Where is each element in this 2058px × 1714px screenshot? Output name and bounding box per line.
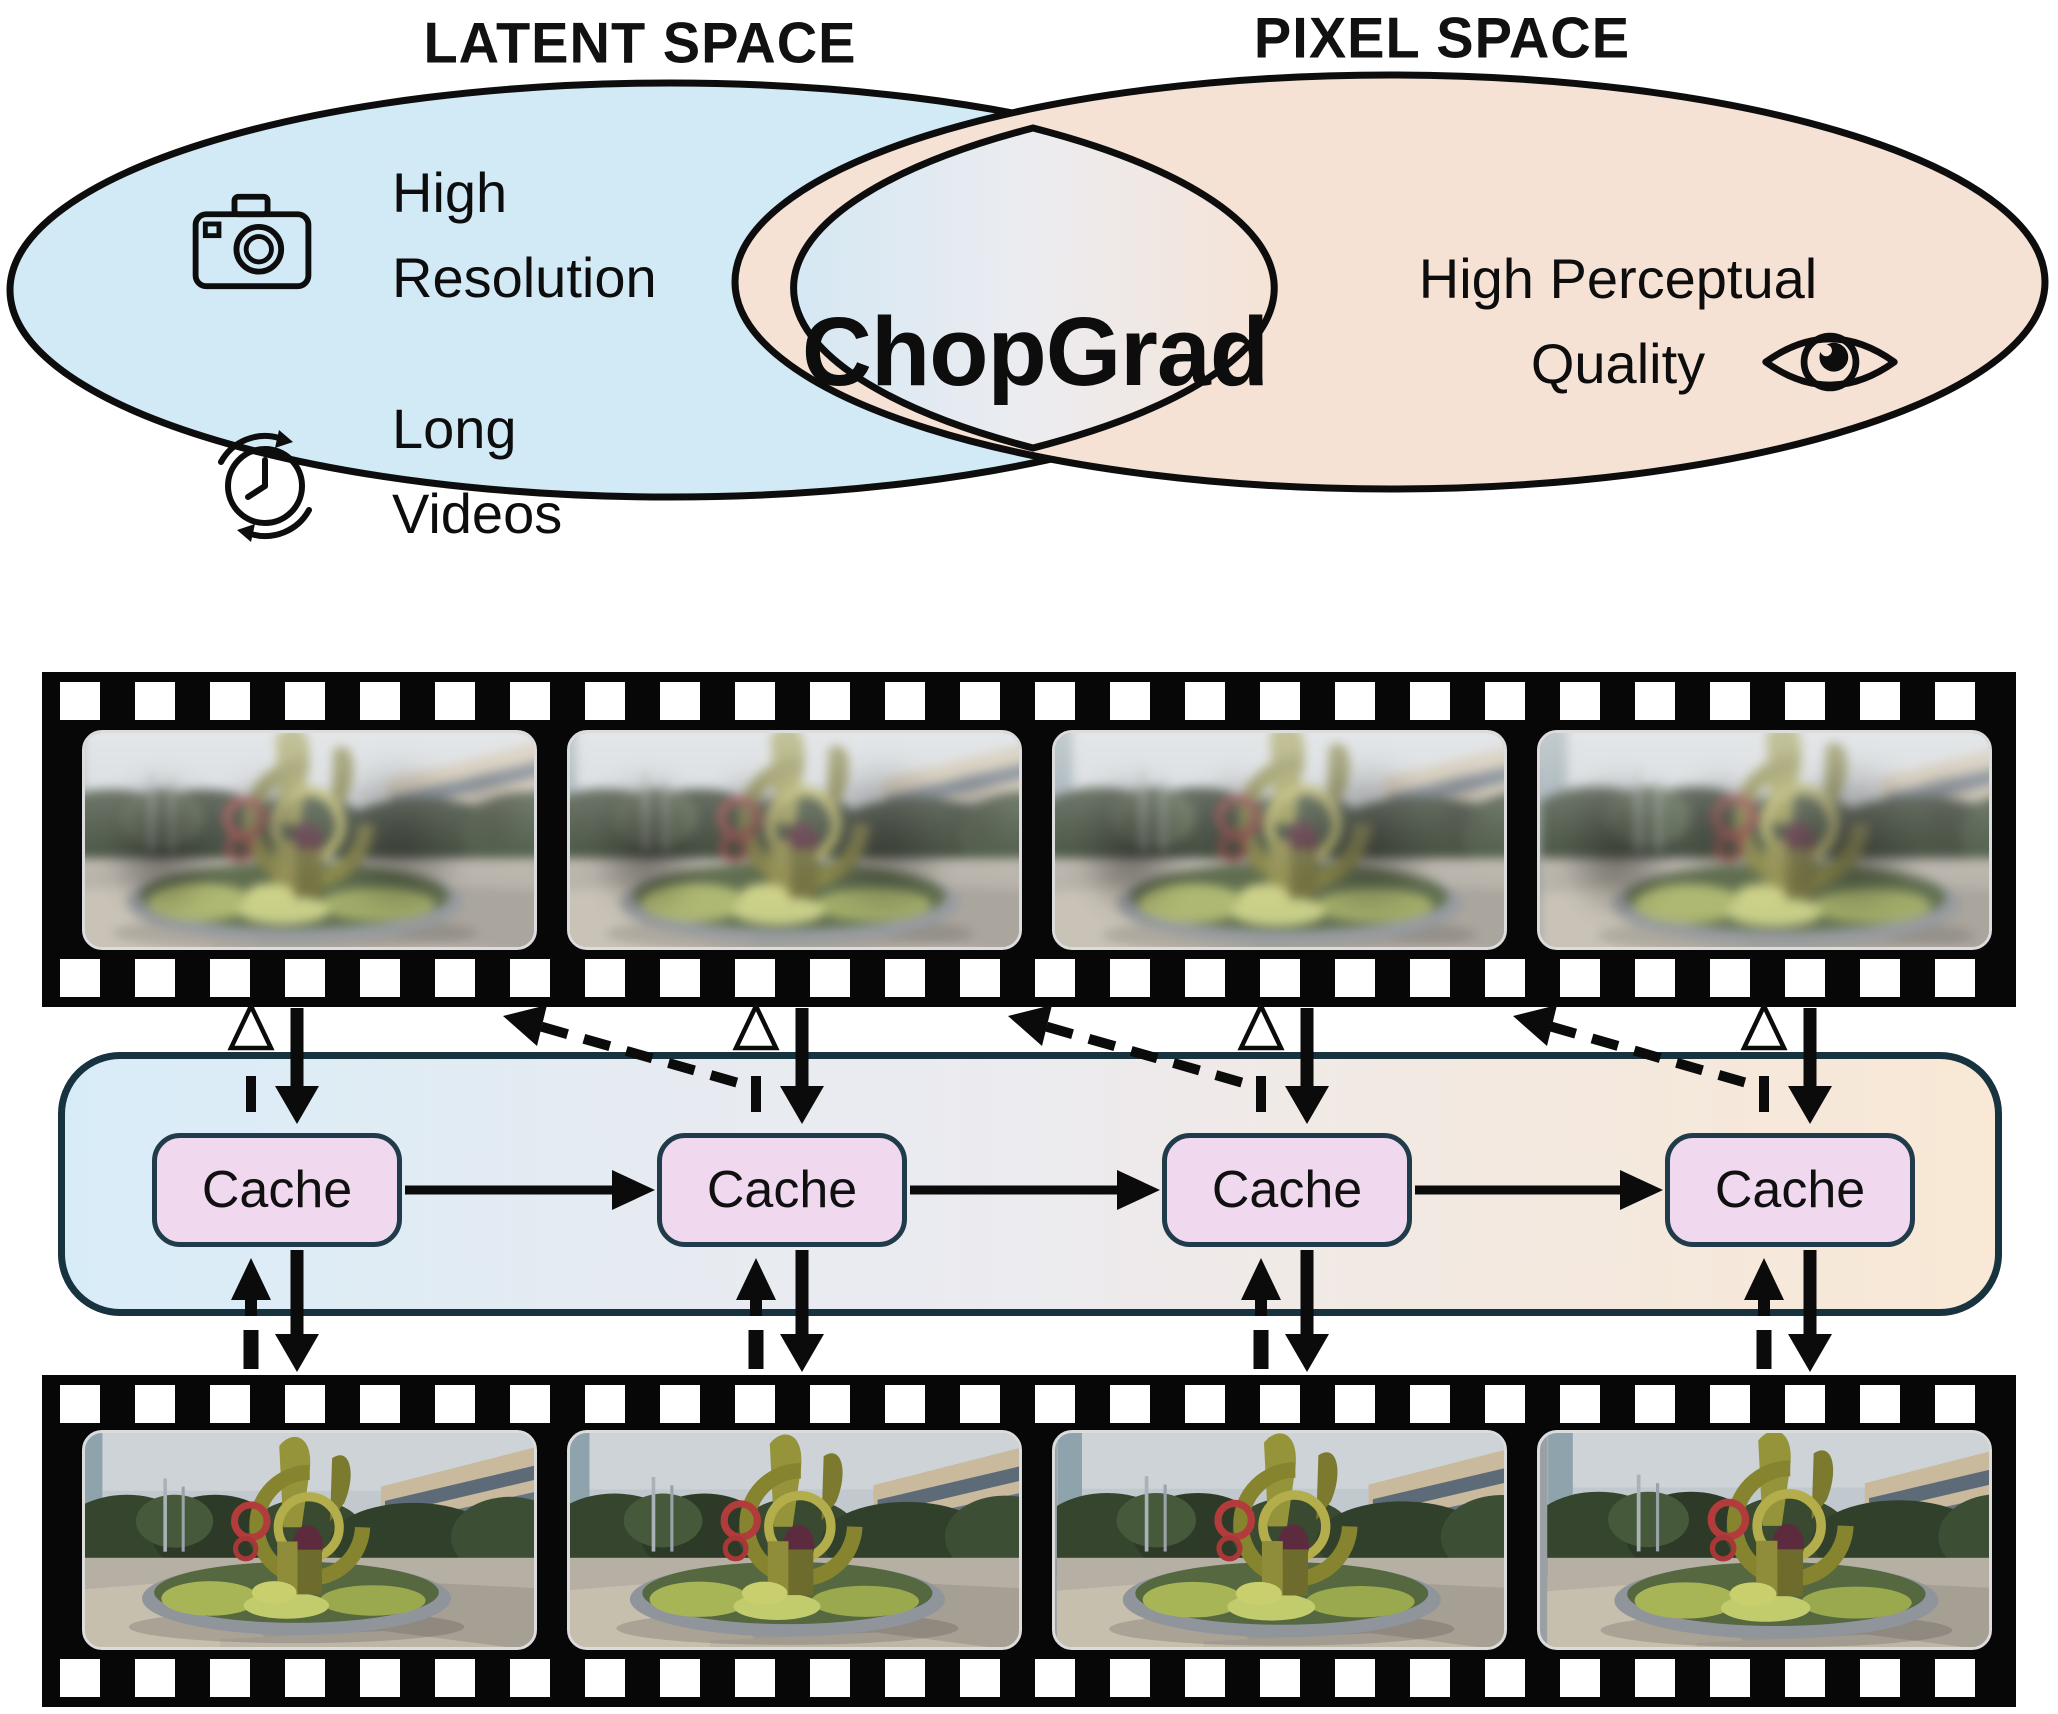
up-arrow-icon xyxy=(1237,1000,1285,1051)
dashed-arrowhead-icon xyxy=(1513,1005,1557,1046)
eye-icon xyxy=(1755,314,1905,415)
pixel-frame-4 xyxy=(1537,1430,1992,1650)
latent-space-title: LATENT SPACE xyxy=(423,10,857,75)
pixel-frame-1 xyxy=(82,1430,537,1650)
down-arrow-icon xyxy=(1788,1334,1832,1372)
latent-frame-2 xyxy=(567,730,1022,950)
clock-icon xyxy=(205,422,325,555)
film-sprocket-holes xyxy=(60,1659,1998,1697)
up-arrow-icon xyxy=(1740,1000,1788,1051)
pixel-film-strip xyxy=(42,1375,2016,1707)
dashed-arrowhead-icon xyxy=(1008,1005,1052,1046)
latent-frame-1 xyxy=(82,730,537,950)
cache-node-2: Cache xyxy=(657,1133,907,1247)
chopgrad-label: ChopGrad xyxy=(801,297,1269,406)
film-sprocket-holes xyxy=(60,682,1998,720)
pixel-space-title: PIXEL SPACE xyxy=(1253,5,1631,70)
cache-node-3: Cache xyxy=(1162,1133,1412,1247)
latent-frame-3 xyxy=(1052,730,1507,950)
down-arrow-icon xyxy=(780,1334,824,1372)
pixel-frame-3 xyxy=(1052,1430,1507,1650)
film-sprocket-holes xyxy=(60,1385,1998,1423)
cache-node-4: Cache xyxy=(1665,1133,1915,1247)
pixel-frame-2 xyxy=(567,1430,1022,1650)
film-sprocket-holes xyxy=(60,959,1998,997)
up-arrow-icon xyxy=(732,1000,780,1051)
latent-frame-4 xyxy=(1537,730,1992,950)
dashed-arrowhead-icon xyxy=(503,1005,547,1046)
down-arrow-icon xyxy=(275,1334,319,1372)
latent-item-high-resolution: High Resolution xyxy=(392,161,657,310)
up-arrow-icon xyxy=(227,1000,275,1051)
cache-node-1: Cache xyxy=(152,1133,402,1247)
down-arrow-icon xyxy=(1285,1334,1329,1372)
pixel-item-perceptual-quality: High Perceptual Quality xyxy=(1418,247,1818,396)
overlap-lens xyxy=(790,124,1278,452)
camera-icon xyxy=(188,188,316,298)
venn-diagram xyxy=(6,71,2049,501)
latent-film-strip xyxy=(42,672,2016,1007)
latent-item-long-videos: Long Videos xyxy=(392,397,563,546)
